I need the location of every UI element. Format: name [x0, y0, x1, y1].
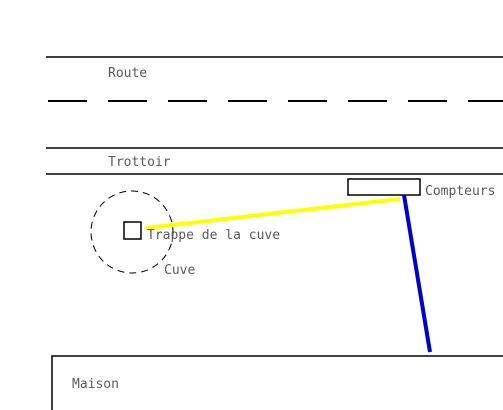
maison-label: Maison [72, 377, 119, 392]
maison-outline [51, 355, 503, 410]
yellow-pipe [145, 197, 401, 230]
route-label: Route [108, 66, 147, 81]
compteurs-box [347, 178, 421, 196]
cuve-label: Cuve [164, 263, 195, 278]
trappe-label: Trappe de la cuve [147, 228, 280, 243]
cuve-circle [90, 190, 174, 274]
trottoir-label: Trottoir [108, 155, 171, 170]
blue-pipe [402, 194, 432, 353]
trappe-square [123, 221, 142, 240]
compteurs-label: Compteurs [425, 184, 495, 199]
